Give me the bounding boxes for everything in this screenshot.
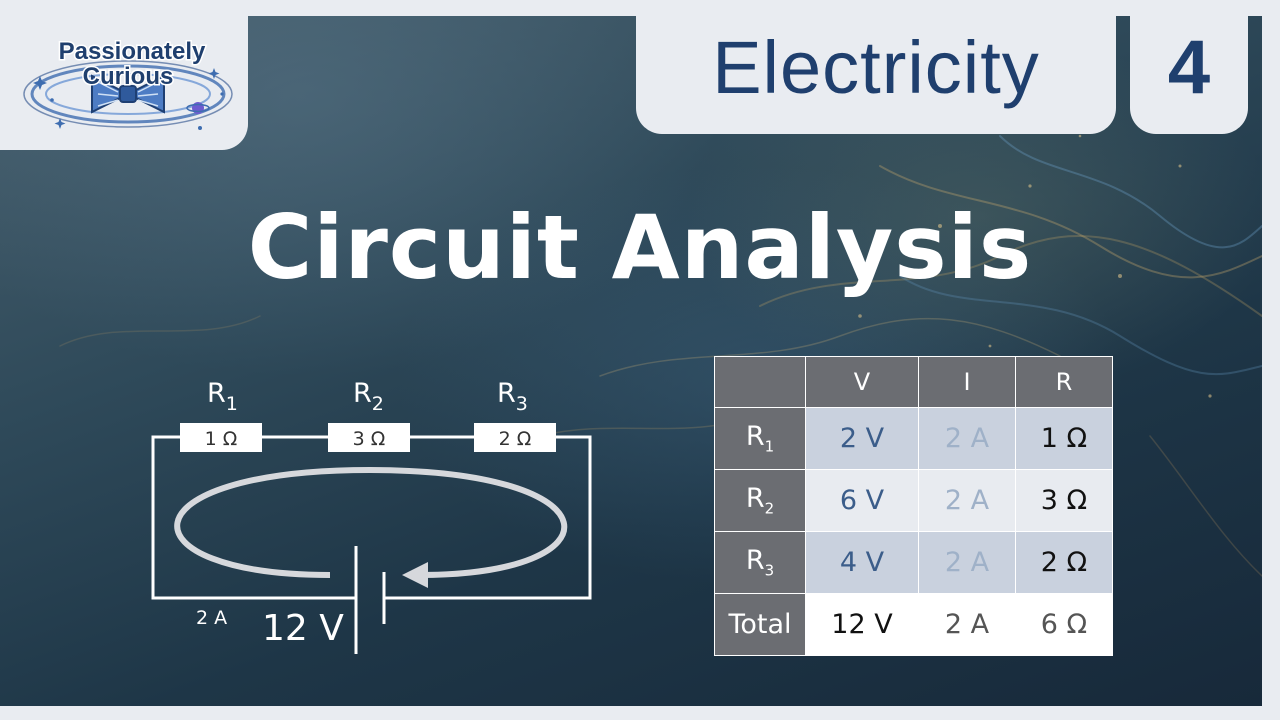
resistor-r1-value: 1 Ω <box>205 428 238 450</box>
row-label: R2 <box>714 469 806 532</box>
cell-current: 2 A <box>918 469 1016 532</box>
brand-logo: Passionately Curious <box>23 37 233 130</box>
topic-title: Electricity <box>712 25 1040 109</box>
resistor-r1-label: R <box>207 378 226 409</box>
resistor-r3: 2 Ω R3 <box>474 378 556 452</box>
episode-number: 4 <box>1167 24 1211 110</box>
svg-text:R3: R3 <box>497 378 528 415</box>
cell-resistance: 3 Ω <box>1015 469 1113 532</box>
resistor-r2-sub: 2 <box>372 393 384 415</box>
table-row: R1 2 V 2 A 1 Ω <box>714 407 1113 470</box>
brand-line-1: Passionately <box>59 38 206 65</box>
resistor-r2-value: 3 Ω <box>353 428 386 450</box>
resistor-r2: 3 Ω R2 <box>328 378 410 452</box>
header-current: I <box>918 356 1016 408</box>
table-total-row: Total 12 V 2 A 6 Ω <box>714 593 1113 656</box>
svg-text:R2: R2 <box>353 378 384 415</box>
row-label: R1 <box>714 407 806 470</box>
resistor-r3-sub: 3 <box>516 393 528 415</box>
cell-current: 2 A <box>918 531 1016 594</box>
circuit-wires <box>151 435 592 600</box>
sparkle-icons <box>33 68 224 130</box>
row-label: R3 <box>714 531 806 594</box>
cell-resistance: 1 Ω <box>1015 407 1113 470</box>
resistor-r3-label: R <box>497 378 516 409</box>
brand-line-2: Curious <box>83 63 174 90</box>
header-voltage: V <box>805 356 919 408</box>
brand-logo-card: Passionately Curious <box>0 16 248 150</box>
resistor-r1-sub: 1 <box>226 393 238 415</box>
total-resistance: 6 Ω <box>1015 593 1113 656</box>
total-label: Total <box>714 593 806 656</box>
cell-current: 2 A <box>918 407 1016 470</box>
episode-number-card: 4 <box>1130 0 1248 134</box>
header-resistance: R <box>1015 356 1113 408</box>
cell-voltage: 2 V <box>805 407 919 470</box>
table-row: R2 6 V 2 A 3 Ω <box>714 469 1113 532</box>
planet-icon <box>186 102 210 114</box>
headline: Circuit Analysis <box>247 196 1033 299</box>
table-row: R3 4 V 2 A 2 Ω <box>714 531 1113 594</box>
table-corner-cell <box>714 356 806 408</box>
current-label: 2 A <box>196 607 227 629</box>
table-header-row: V I R <box>714 356 1113 408</box>
topic-card: Electricity <box>636 0 1116 134</box>
cell-voltage: 6 V <box>805 469 919 532</box>
battery-voltage-label: 12 V <box>262 608 344 649</box>
total-voltage: 12 V <box>805 593 919 656</box>
battery-symbol <box>354 546 386 654</box>
bowtie-icon <box>91 74 165 114</box>
current-loop-arrow <box>174 466 568 588</box>
resistor-r3-value: 2 Ω <box>499 428 532 450</box>
svg-text:R1: R1 <box>207 378 238 415</box>
cell-resistance: 2 Ω <box>1015 531 1113 594</box>
cell-voltage: 4 V <box>805 531 919 594</box>
resistor-r2-label: R <box>353 378 372 409</box>
total-current: 2 A <box>918 593 1016 656</box>
results-table: V I R R1 2 V 2 A 1 Ω R2 6 V 2 A 3 Ω R3 4… <box>714 356 1113 656</box>
resistor-r1: 1 Ω R1 <box>180 378 262 452</box>
